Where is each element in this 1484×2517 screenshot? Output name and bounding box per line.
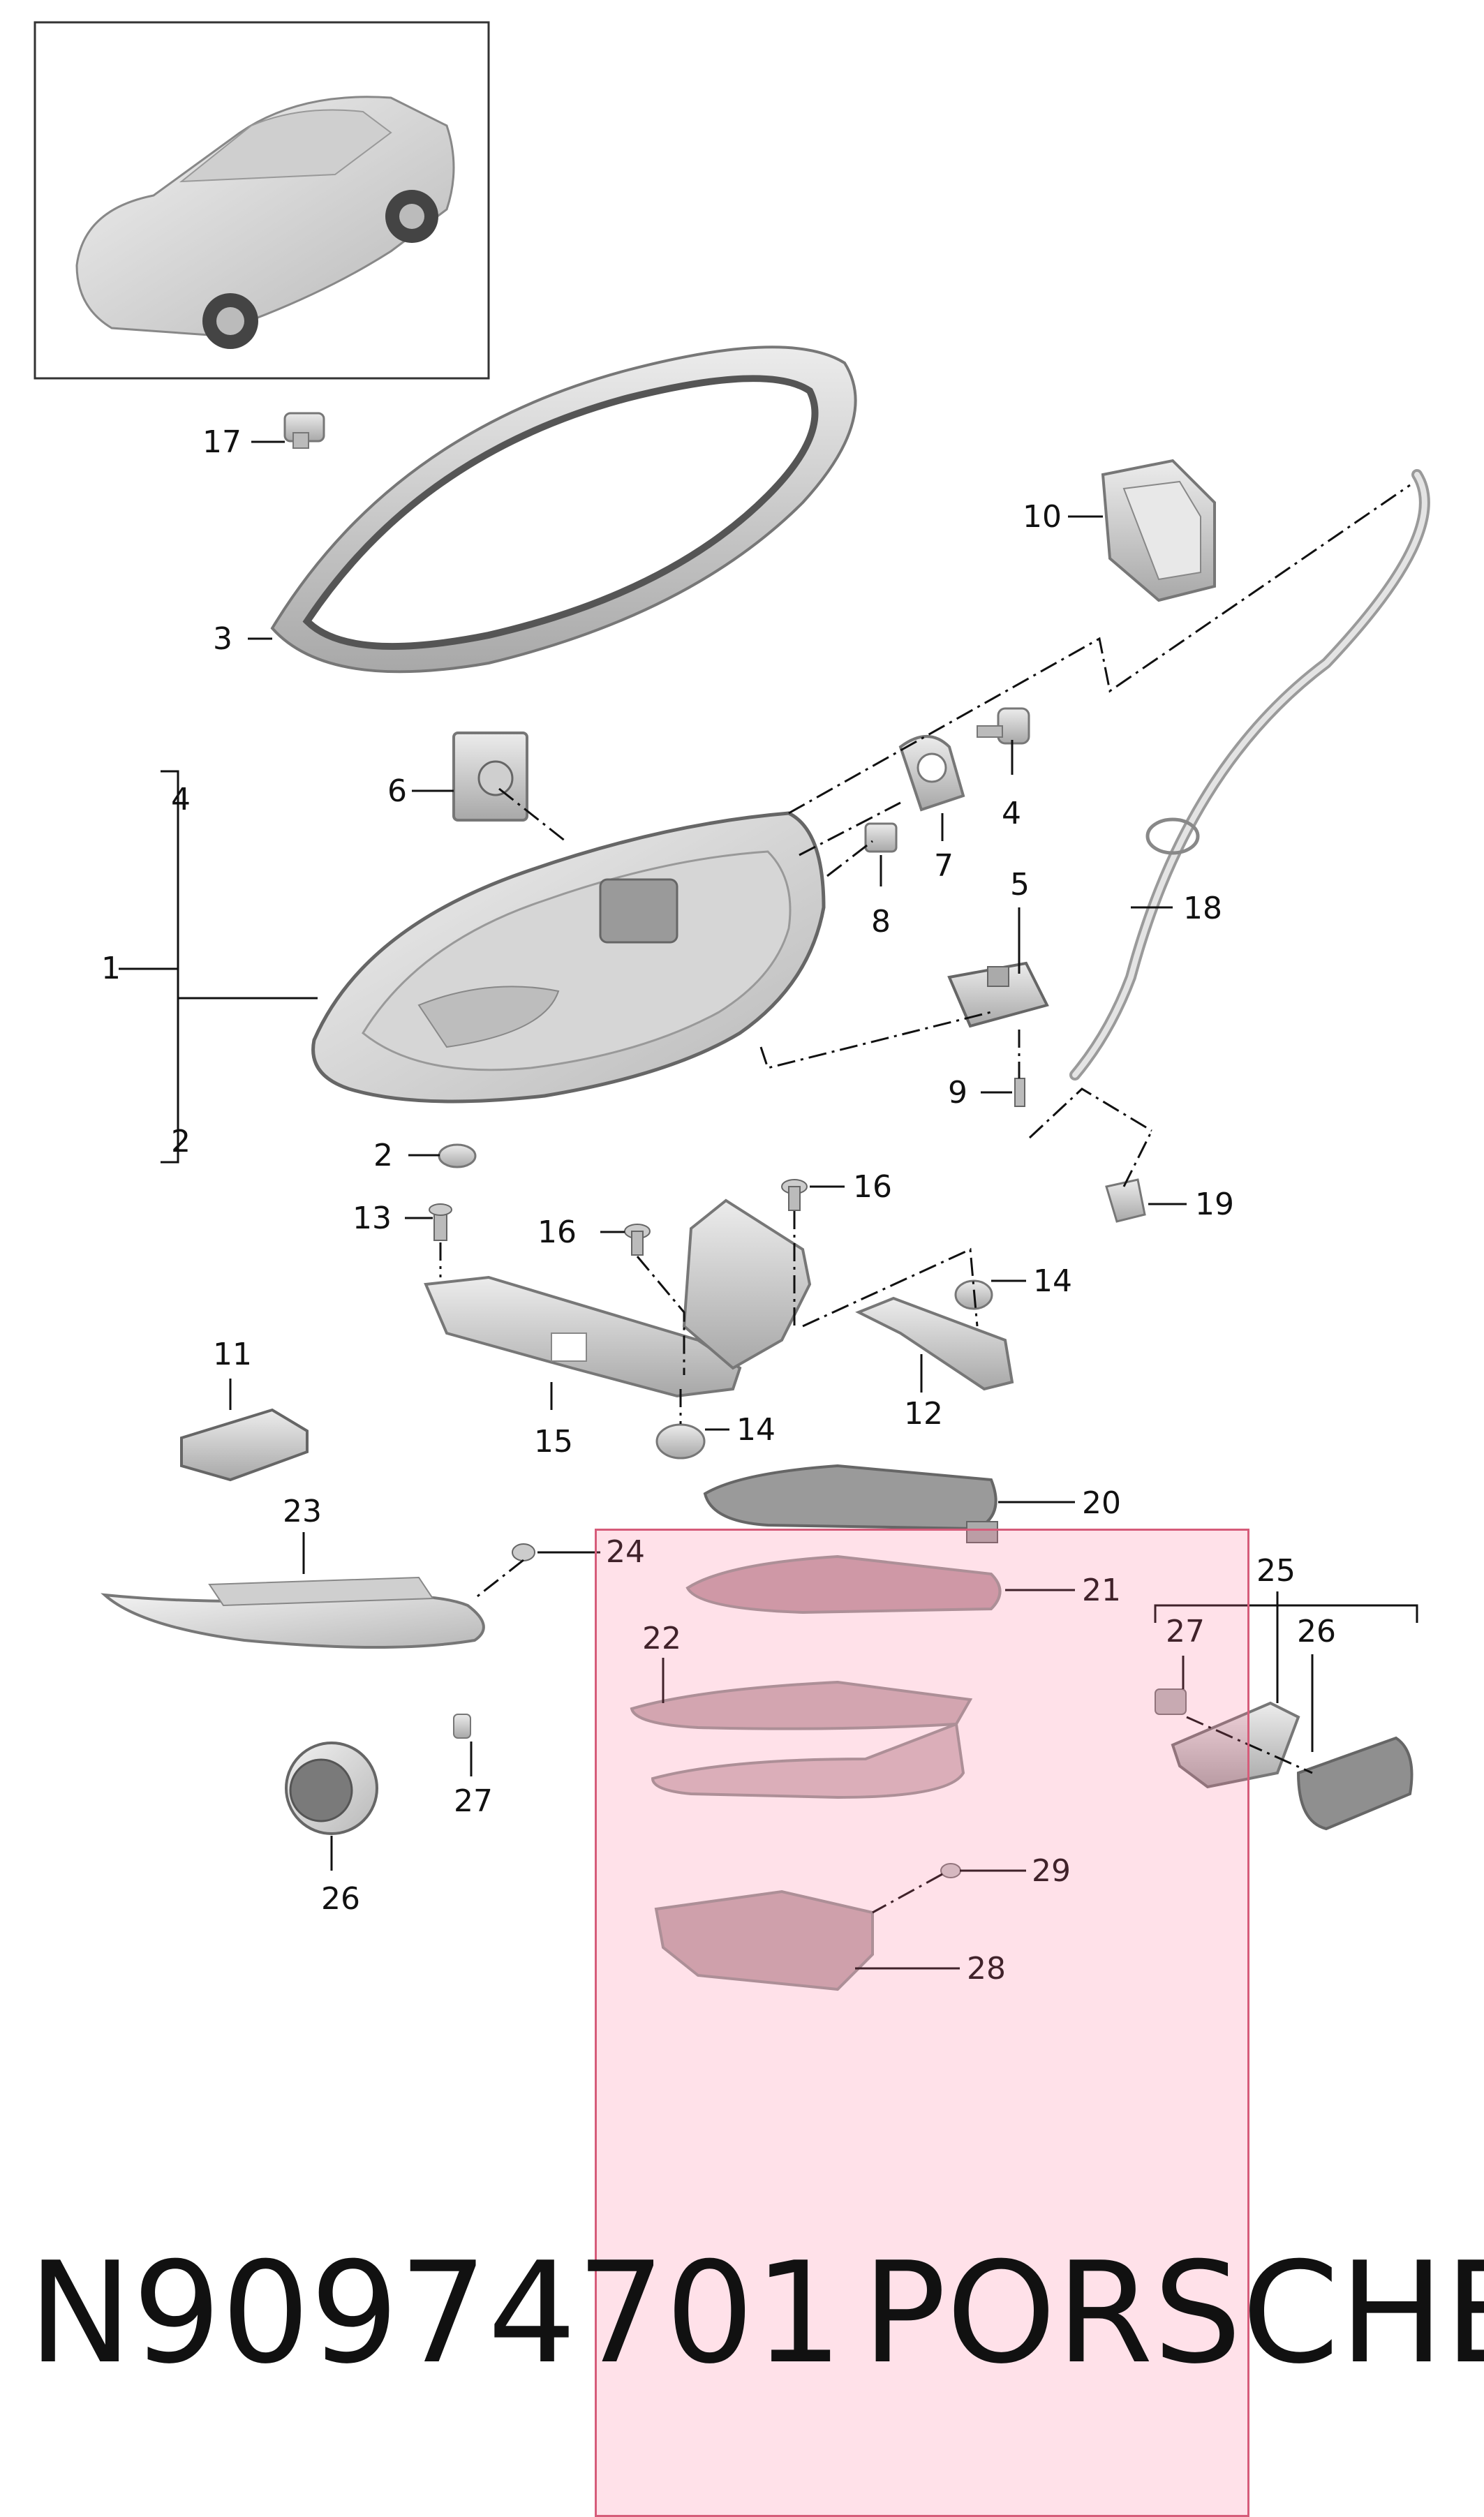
- callout-11: 11: [213, 1337, 252, 1372]
- callout-15: 15: [534, 1424, 573, 1460]
- callout-3: 3: [213, 621, 232, 657]
- callout-14-lower: 14: [736, 1412, 776, 1448]
- part-2-grommet: [438, 1143, 477, 1168]
- part-22-trim-pair: [630, 1680, 973, 1799]
- callout-1: 1: [101, 951, 121, 986]
- callout-26-left: 26: [321, 1881, 360, 1917]
- brand-name: PORSCHE: [862, 2232, 1484, 2395]
- vehicle-thumbnail: [34, 21, 490, 380]
- callout-5: 5: [1010, 867, 1030, 903]
- part-18-cable: [1069, 469, 1430, 1081]
- part-15-bracket: [424, 1275, 742, 1398]
- part-16-carrier: [682, 1198, 812, 1370]
- assembly-lines: [439, 484, 1411, 1914]
- part-23-drl: [101, 1576, 485, 1649]
- callout-numbers: 1 4 2 17 3 10 6 7 4 8 5 9 18 19 2 13 16 …: [101, 424, 1336, 1987]
- part-17-connector: [283, 412, 325, 449]
- part-12-bracket: [855, 1296, 1014, 1391]
- callout-20: 20: [1082, 1485, 1121, 1521]
- callout-26-right: 26: [1297, 1614, 1336, 1649]
- part-13-screw: [429, 1203, 452, 1241]
- part-5-control-unit: [947, 961, 1049, 1028]
- part-21-trim: [685, 1554, 1002, 1614]
- part-26-fog-lamp: [285, 1742, 378, 1835]
- callout-17: 17: [202, 424, 242, 460]
- callout-7: 7: [934, 848, 954, 884]
- callout-6: 6: [387, 773, 407, 809]
- callout-29: 29: [1032, 1853, 1071, 1889]
- part-16-screw-right: [781, 1179, 808, 1211]
- callout-27-left: 27: [454, 1783, 493, 1819]
- part-1-headlamp: [311, 811, 826, 1104]
- callout-9: 9: [948, 1075, 967, 1111]
- callout-2-bottom-bracket: 2: [171, 1124, 191, 1159]
- callout-16-left: 16: [537, 1215, 577, 1250]
- callout-10: 10: [1023, 499, 1062, 535]
- leader-lines: [119, 440, 1418, 1970]
- callout-13: 13: [353, 1201, 392, 1236]
- part-25-marker-assembly: [1155, 1688, 1413, 1831]
- part-27-bulb-left: [453, 1714, 471, 1739]
- part-6-actuator: [452, 732, 528, 822]
- part-4-bulb: [977, 707, 1030, 745]
- part-3-seal-frame: [270, 346, 857, 674]
- part-19-connector: [1105, 1178, 1146, 1223]
- highlight-region: [595, 1529, 1249, 2517]
- callout-4-top: 4: [171, 782, 191, 817]
- callout-23: 23: [283, 1494, 322, 1529]
- part-11-module: [180, 1408, 309, 1482]
- callout-2: 2: [373, 1138, 393, 1173]
- callout-16-right: 16: [853, 1169, 892, 1205]
- callout-21: 21: [1082, 1573, 1121, 1608]
- callout-12: 12: [904, 1396, 943, 1432]
- part-number: N90974701: [28, 2232, 843, 2395]
- part-9-screw: [1014, 1078, 1025, 1107]
- part-14-grommet-lower: [655, 1423, 706, 1460]
- part-10-bracket: [1101, 459, 1216, 602]
- part-28-housing: [654, 1889, 874, 1991]
- callout-19: 19: [1195, 1187, 1234, 1222]
- part-24-clip: [512, 1543, 535, 1561]
- footer-caption: N90974701 PORSCHE: [28, 2232, 1484, 2395]
- part-16-screw-left: [624, 1224, 651, 1256]
- part-8-clip: [864, 822, 898, 853]
- callout-4: 4: [1002, 796, 1021, 831]
- callout-8: 8: [871, 904, 891, 940]
- part-20-cover: [703, 1464, 998, 1543]
- callout-24: 24: [606, 1534, 645, 1570]
- callout-22: 22: [642, 1621, 681, 1656]
- part-7-cap: [898, 735, 965, 812]
- callout-27-right: 27: [1166, 1614, 1205, 1649]
- callout-18: 18: [1183, 891, 1222, 926]
- callout-28: 28: [967, 1951, 1006, 1987]
- callout-25: 25: [1256, 1553, 1296, 1589]
- callout-14-right: 14: [1033, 1263, 1072, 1299]
